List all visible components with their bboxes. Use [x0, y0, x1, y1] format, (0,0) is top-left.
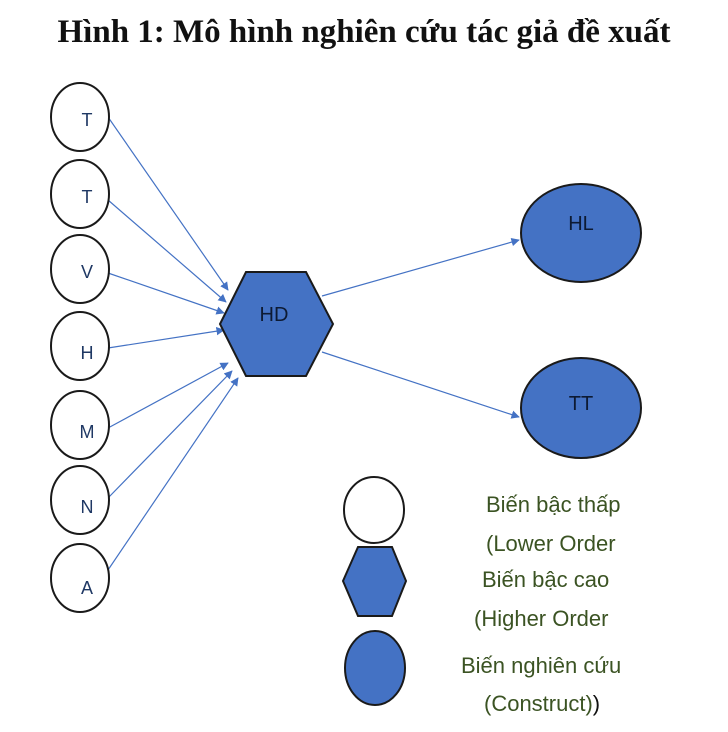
figure-title: Hình 1: Mô hình nghiên cứu tác giả đề xu…: [57, 14, 671, 50]
lower-node-label: T: [82, 187, 93, 207]
legend-construct-closing-paren: ): [592, 691, 601, 716]
arrow-t2-hd: [107, 199, 227, 303]
arrow-n-hd: [107, 370, 233, 499]
lower-node-label: A: [81, 578, 93, 598]
construct-nodes: HL TT: [520, 183, 642, 459]
legend-shapes: [341, 476, 408, 706]
legend-construct-label: Biến nghiên cứu: [461, 653, 622, 678]
arrow-m-hd: [107, 362, 229, 429]
lower-node-label: H: [81, 343, 94, 363]
lower-node-circle: [50, 311, 110, 381]
construct-node-tt: [520, 357, 642, 459]
higher-to-construct-arrows: [321, 238, 520, 419]
higher-order-label: HD: [260, 304, 289, 326]
legend-construct-ellipse: [344, 630, 406, 706]
lower-node-label: T: [82, 110, 93, 130]
legend-higher-order-hexagon: [341, 546, 408, 617]
legend-lower-order-label: Biến bậc thấp: [486, 492, 621, 517]
legend-lower-order-circle: [343, 476, 405, 544]
lower-to-higher-arrows: [107, 116, 239, 571]
lower-node-circle: [50, 390, 110, 460]
legend-higher-order-english: (Higher Order: [474, 606, 609, 631]
lower-node-label: M: [80, 422, 95, 442]
construct-label-hl: HL: [568, 213, 594, 235]
legend-construct-english-text: (Construct): [484, 691, 593, 716]
construct-node-hl: [520, 183, 642, 283]
lower-node-circle: [50, 82, 110, 152]
lower-order-nodes: T T V H M N A: [50, 82, 110, 613]
legend-lower-order-english: (Lower Order: [486, 531, 616, 556]
lower-node-circle: [50, 234, 110, 304]
arrow-hd-hl: [321, 238, 520, 297]
lower-node-circle: [50, 543, 110, 613]
lower-node-label: V: [81, 262, 93, 282]
legend-construct-english: (Construct)): [484, 689, 600, 719]
arrow-h-hd: [107, 327, 225, 349]
higher-order-node: HD: [218, 271, 335, 377]
arrow-t1-hd: [107, 116, 229, 291]
lower-node-circle: [50, 159, 110, 229]
lower-node-circle: [50, 465, 110, 535]
arrow-a-hd: [107, 377, 239, 571]
lower-node-label: N: [81, 497, 94, 517]
higher-order-hexagon: [218, 271, 335, 377]
arrow-hd-tt: [321, 351, 520, 419]
construct-label-tt: TT: [569, 393, 593, 415]
legend-higher-order-label: Biến bậc cao: [482, 567, 610, 592]
arrow-v-hd: [107, 272, 225, 315]
